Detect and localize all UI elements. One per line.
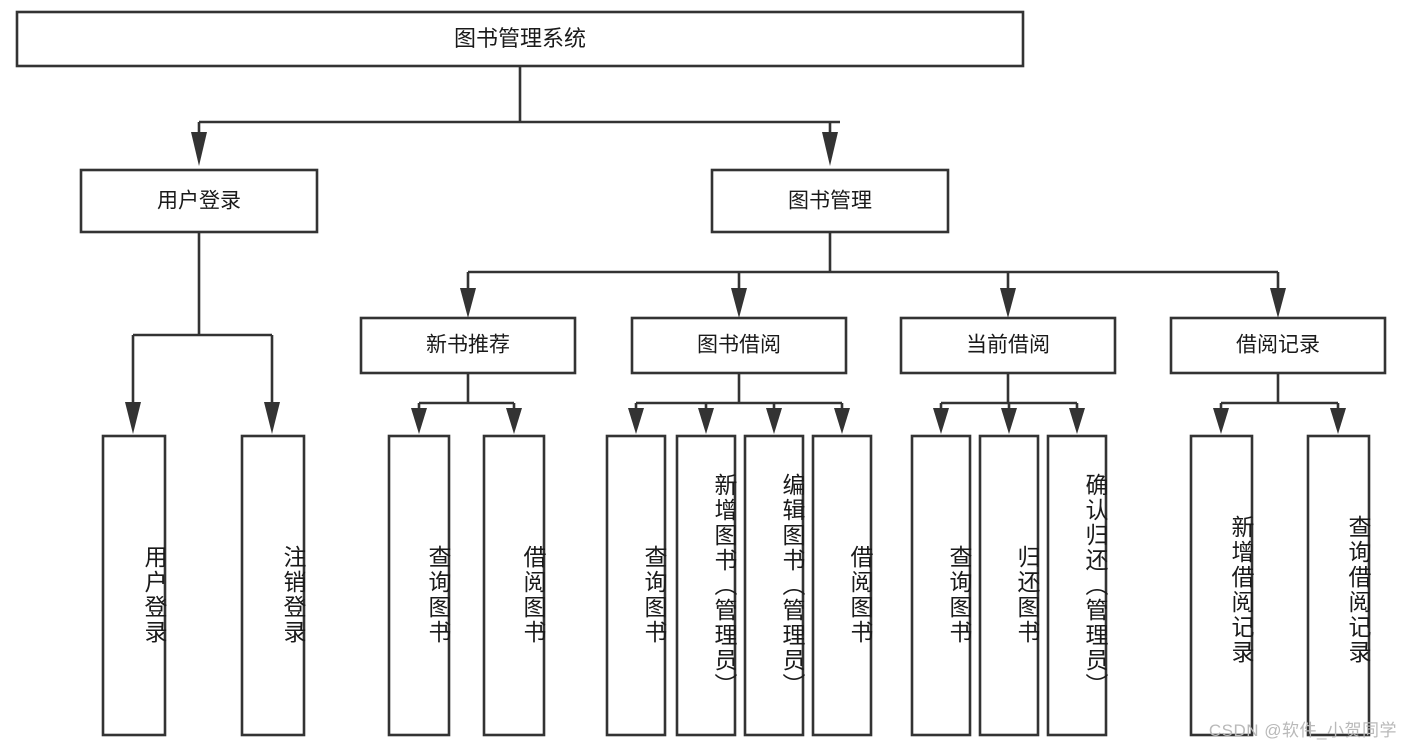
node-leaf-query-book-1[interactable] — [387, 434, 451, 737]
csdn-watermark: CSDN @软件_小贺同学 — [1208, 721, 1397, 740]
node-book-management-label: 图书管理 — [788, 190, 872, 213]
connector-group-borrow-record-to-leaves — [1213, 373, 1346, 434]
node-leaf-borrow-book-1[interactable] — [482, 434, 546, 737]
node-leaf-logout-login[interactable] — [240, 434, 306, 737]
arrow-head-leaf-query-borrow-record — [1330, 408, 1346, 434]
arrow-head-leaf-edit-book-admin — [766, 408, 782, 434]
node-borrow-record[interactable] — [1169, 316, 1387, 375]
arrow-head-leaf-return-book — [1001, 408, 1017, 434]
node-leaf-query-book-3[interactable] — [910, 434, 972, 737]
arrow-head-borrow-record — [1270, 288, 1286, 318]
connector-group-user-login-to-leaves — [125, 232, 280, 434]
arrow-head-leaf-query-book-1 — [411, 408, 427, 434]
node-book-borrow[interactable] — [630, 316, 848, 375]
arrow-head-leaf-query-book-2 — [628, 408, 644, 434]
node-borrow-record-label: 借阅记录 — [1236, 334, 1320, 357]
node-leaf-query-book-2[interactable] — [605, 434, 667, 737]
arrow-head-current-borrow — [1000, 288, 1016, 318]
node-leaf-confirm-return-admin[interactable] — [1046, 434, 1108, 737]
node-leaf-edit-book-admin[interactable] — [743, 434, 805, 737]
arrow-head-book-management — [822, 132, 838, 166]
node-book-management[interactable] — [710, 168, 950, 234]
arrow-head-leaf-user-login — [125, 402, 141, 434]
arrow-head-leaf-confirm-return-admin — [1069, 408, 1085, 434]
node-current-borrow-label: 当前借阅 — [966, 334, 1050, 357]
node-leaf-return-book[interactable] — [978, 434, 1040, 737]
node-root-label: 图书管理系统 — [454, 26, 586, 51]
arrow-head-new-book-recommend — [460, 288, 476, 318]
connector-group-current-borrow-to-leaves — [933, 373, 1085, 434]
node-leaf-add-book-admin[interactable] — [675, 434, 737, 737]
connector-group-new-book-recommend-to-leaves — [411, 373, 522, 434]
node-leaf-user-login[interactable] — [101, 434, 167, 737]
node-leaf-add-borrow-record[interactable] — [1189, 434, 1254, 737]
connector-group-book-borrow-to-leaves — [628, 373, 850, 434]
connector-group-root-to-level2 — [191, 66, 840, 166]
arrow-head-leaf-add-borrow-record — [1213, 408, 1229, 434]
arrow-head-user-login — [191, 132, 207, 166]
node-current-borrow[interactable] — [899, 316, 1117, 375]
connector-group-book-management-to-level3 — [460, 232, 1286, 318]
node-user-login-label: 用户登录 — [157, 190, 241, 213]
node-new-book-recommend[interactable] — [359, 316, 577, 375]
arrow-head-leaf-add-book-admin — [698, 408, 714, 434]
arrow-head-leaf-query-book-3 — [933, 408, 949, 434]
node-leaf-query-borrow-record[interactable] — [1306, 434, 1371, 737]
node-user-login[interactable] — [79, 168, 319, 234]
node-new-book-recommend-label: 新书推荐 — [426, 334, 510, 357]
arrow-head-leaf-borrow-book-1 — [506, 408, 522, 434]
node-root-book-management-system[interactable] — [15, 10, 1025, 68]
node-leaf-borrow-book-2[interactable] — [811, 434, 873, 737]
arrow-head-book-borrow — [731, 288, 747, 318]
arrow-head-leaf-borrow-book-2 — [834, 408, 850, 434]
node-book-borrow-label: 图书借阅 — [697, 334, 781, 357]
arrow-head-leaf-logout-login — [264, 402, 280, 434]
